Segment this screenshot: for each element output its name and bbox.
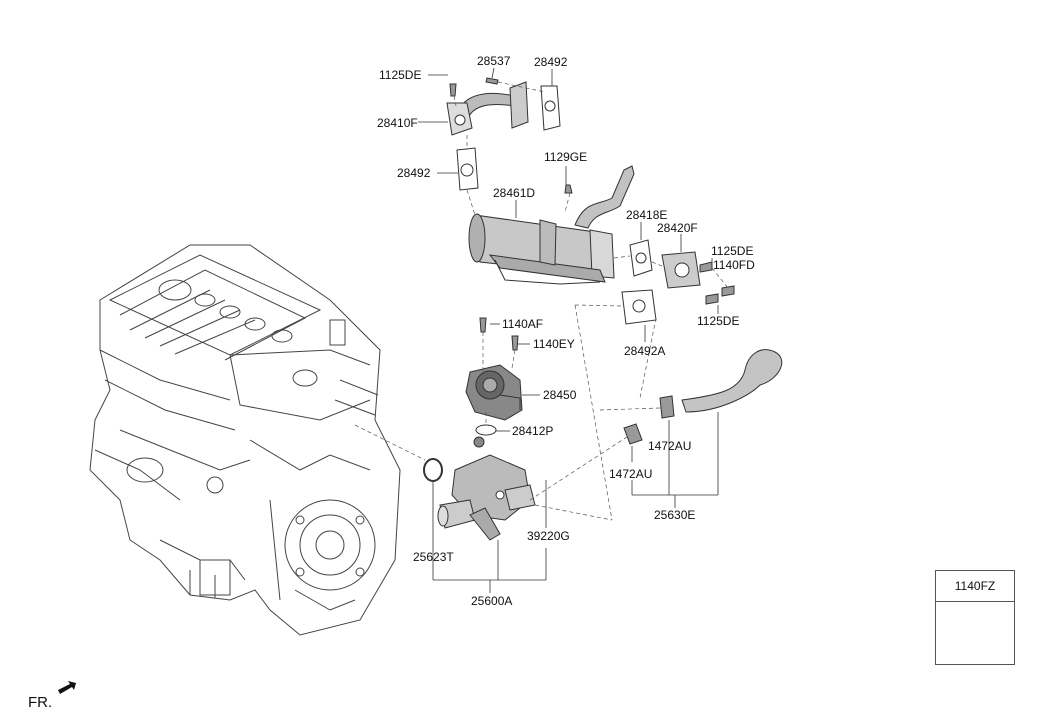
label-1125DE-lower: 1125DE bbox=[697, 314, 740, 328]
hose-25630E-drawing bbox=[623, 349, 783, 445]
label-25600A: 25600A bbox=[471, 594, 513, 608]
label-28492A: 28492A bbox=[624, 344, 666, 358]
label-28410F: 28410F bbox=[377, 116, 418, 130]
label-1140FD: 1140FD bbox=[713, 258, 755, 272]
egr-pipe-28410F-drawing bbox=[446, 77, 561, 136]
egr-valve-28450-drawing bbox=[465, 317, 523, 421]
label-28420F: 28420F bbox=[657, 221, 698, 235]
legend-part-number: 1140FZ bbox=[936, 571, 1014, 602]
front-direction-label: FR. bbox=[28, 694, 53, 711]
label-39220G: 39220G bbox=[527, 529, 570, 543]
label-25623T: 25623T bbox=[413, 550, 454, 564]
label-28492-left: 28492 bbox=[397, 166, 431, 180]
gasket-28492-drawing bbox=[456, 147, 479, 191]
front-direction-arrow-icon bbox=[58, 681, 76, 694]
label-1125DE-right: 1125DE bbox=[711, 244, 754, 258]
label-1140AF: 1140AF bbox=[502, 317, 544, 331]
label-1125DE-top: 1125DE bbox=[379, 68, 422, 82]
engine-block-drawing bbox=[89, 244, 401, 636]
label-28450: 28450 bbox=[543, 388, 577, 402]
label-1140EY: 1140EY bbox=[533, 337, 575, 351]
gasket-28492A-drawing bbox=[621, 289, 657, 325]
label-28412P: 28412P bbox=[512, 424, 554, 438]
dashed-assembly-lines bbox=[354, 81, 729, 521]
water-housing-25600A-drawing bbox=[437, 454, 536, 541]
label-1472AU-left: 1472AU bbox=[609, 467, 653, 481]
label-1129GE: 1129GE bbox=[544, 150, 588, 164]
gasket-28418E-drawing bbox=[629, 239, 653, 277]
oring-25623T-drawing bbox=[423, 458, 443, 482]
label-28418E: 28418E bbox=[626, 208, 668, 222]
label-25630E: 25630E bbox=[654, 508, 696, 522]
egr-cooler-28461D-drawing bbox=[468, 165, 635, 285]
flange-28420F-drawing bbox=[661, 251, 735, 305]
oring-28412P-drawing bbox=[475, 424, 497, 436]
label-28492-top: 28492 bbox=[534, 55, 568, 69]
label-28461D: 28461D bbox=[493, 186, 536, 200]
legend-box: 1140FZ bbox=[935, 570, 1015, 665]
label-28537: 28537 bbox=[477, 54, 511, 68]
leader-lines bbox=[418, 67, 719, 593]
label-1472AU-right: 1472AU bbox=[648, 439, 692, 453]
